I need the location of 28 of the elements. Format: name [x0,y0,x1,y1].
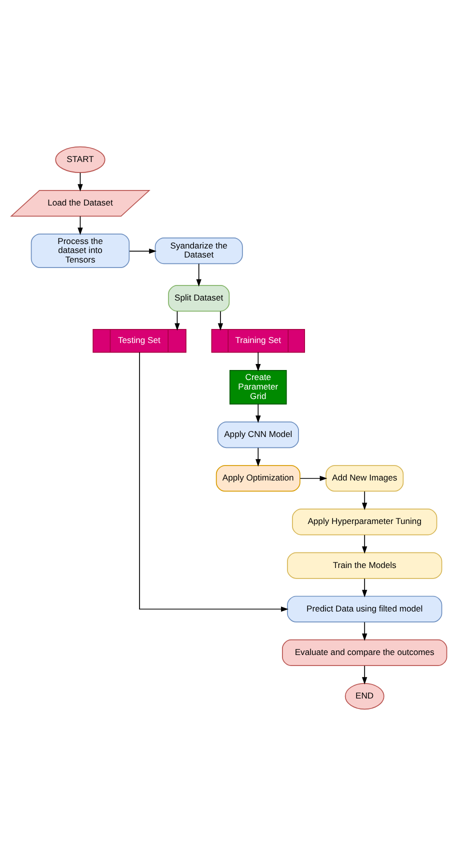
arrow [362,490,368,510]
node-box: Evaluate and compare the outcomes [282,638,448,666]
node-ellipse: END [344,682,384,710]
arrow [218,310,224,330]
arrow [174,310,180,330]
node-box: Apply Optimization [216,464,300,492]
arrow [78,215,83,235]
node-box: Process the dataset into Tensors [30,233,130,268]
arrow [300,475,328,480]
arrow [362,664,368,684]
node-box: Create Parameter Grid [230,370,287,404]
arrow [129,248,156,254]
arrow [78,172,83,192]
node-box: Split Dataset [168,284,230,312]
node-box: Syandarize the Dataset [154,237,243,264]
node-box: Train the Models [287,552,442,578]
node-box: Predict Data using filted model [287,595,442,622]
node-ellipse: START [55,146,106,172]
arrow [362,621,368,640]
arrow [362,578,368,597]
node-box: Apply CNN Model [217,421,299,448]
arrow [362,534,368,554]
arrow [256,446,261,466]
node-box: Add New Images [326,464,404,492]
arrow [256,351,261,371]
arrow [256,403,261,422]
node-box: Apply Hyperparameter Tuning [292,508,438,535]
arrow [196,262,202,286]
